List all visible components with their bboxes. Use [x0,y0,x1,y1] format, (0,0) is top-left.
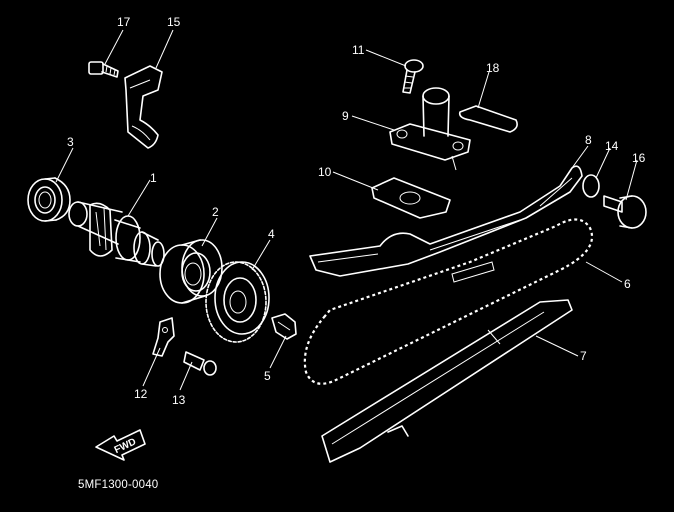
callout-10: 10 [318,165,332,179]
part-11-bolt [402,59,424,94]
part-6-cam-chain [303,218,593,385]
callout-1: 1 [150,171,157,185]
callout-3: 3 [67,135,74,149]
callout-17: 17 [117,15,131,29]
part-9-tensioner-holder [389,87,471,171]
part-18-shim [458,105,518,133]
callout-6: 6 [624,277,631,291]
part-12-plate [152,317,175,357]
part-7-chain-guide [321,299,573,463]
part-2-bearing [159,239,223,304]
part-13-screw [183,351,217,376]
callout-15: 15 [167,15,181,29]
part-15-bracket [124,65,163,149]
part-1-camshaft [68,201,165,267]
callout-14: 14 [605,139,619,153]
part-17-bolt [88,61,119,78]
part-14-o-ring [582,174,600,198]
part-5-bolt [271,313,297,340]
callout-7: 7 [580,349,587,363]
part-16-cap-bolt [603,195,647,229]
callout-18: 18 [486,61,500,75]
callout-12: 12 [134,387,148,401]
leader-lines [55,29,638,391]
part-3-bearing [27,177,71,222]
callout-4: 4 [268,227,275,241]
callout-16: 16 [632,151,646,165]
callout-8: 8 [585,133,592,147]
callout-9: 9 [342,109,349,123]
callout-11: 11 [352,43,365,57]
callout-13: 13 [172,393,186,407]
part-10-gasket [371,177,451,219]
part-4-sprocket [205,261,270,343]
callout-5: 5 [264,369,271,383]
forward-arrow-icon: FWD [95,429,146,461]
diagram-code: 5MF1300-0040 [78,479,158,491]
part-8-chain-guide [309,165,583,277]
callout-labels: 1 2 3 4 5 6 7 8 9 10 11 12 13 14 15 16 1… [67,15,646,407]
callout-2: 2 [212,205,219,219]
